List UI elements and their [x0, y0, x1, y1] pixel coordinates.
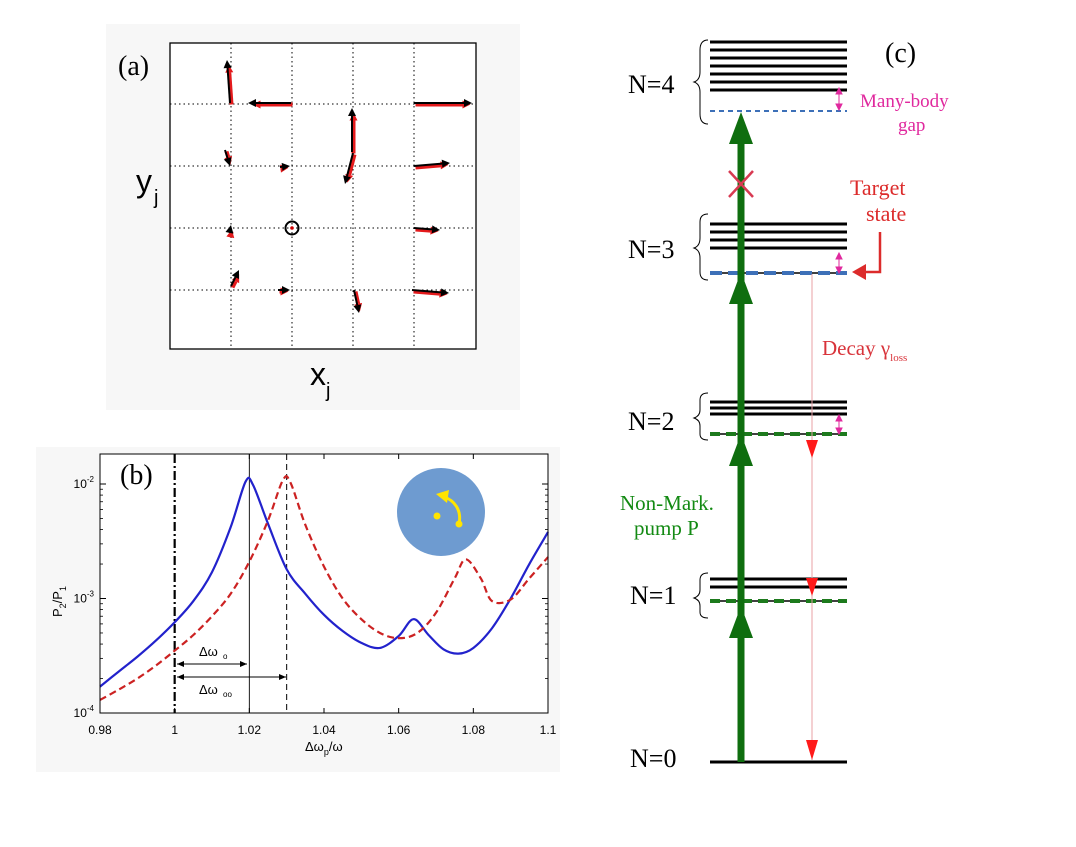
rotation-inset: [397, 468, 485, 556]
black-arrow-shaft: [346, 152, 354, 177]
panel-b-xlabel: Δωp/ω: [305, 739, 343, 757]
target-state-label-line2: state: [866, 201, 906, 226]
x-tick-label: 1.06: [387, 723, 411, 737]
delta-omega-o-label: Δω: [199, 644, 218, 659]
target-state-arrow: [852, 232, 882, 280]
delta-omega-o-sub: o: [223, 652, 228, 661]
black-arrow-head: [343, 175, 351, 184]
red-arrow-shaft: [415, 227, 431, 233]
black-arrow-shaft: [230, 276, 237, 287]
panel-a-xlabel: x: [310, 356, 326, 392]
black-arrow-head: [225, 225, 234, 234]
black-arrow-head: [223, 60, 232, 69]
plot-area: [100, 454, 548, 713]
delta-omega-oo-sub: oo: [223, 690, 232, 699]
x-tick-label: 1: [171, 723, 178, 737]
black-arrow-shaft: [413, 227, 433, 231]
black-arrow-head: [441, 159, 450, 168]
panel-b-ylabel: P2/P1: [50, 586, 68, 617]
black-arrow-shaft: [224, 149, 229, 159]
pump-label-line2: pump P: [634, 516, 699, 540]
x-tick-label: 1.08: [462, 723, 486, 737]
blocked-transition-cross: [728, 170, 754, 198]
panel-a: (a) y j x j: [106, 24, 520, 410]
black-arrow-head: [223, 157, 232, 166]
red-arrow-shaft: [347, 154, 357, 176]
panel-a-ylabel: y: [136, 163, 152, 199]
panel-a-xlabel-sub: j: [325, 380, 330, 402]
panel-a-label: (a): [118, 51, 149, 82]
pump-arrows: [729, 112, 753, 762]
black-arrow-head: [281, 162, 290, 171]
black-arrow-shaft: [226, 67, 231, 104]
x-tick-label: 1.02: [238, 723, 262, 737]
level-label-n4: N=4: [628, 70, 674, 99]
red-arrow-shaft: [415, 163, 441, 170]
decay-arrows: [806, 274, 818, 760]
y-tick-label: 10-3: [74, 590, 95, 606]
plot-frame: [99, 453, 549, 714]
delta-omega-oo-label: Δω: [199, 682, 218, 697]
black-arrow-shaft: [353, 289, 359, 306]
many-body-gap-label-line1: Many-body: [860, 91, 949, 112]
black-arrow-shaft: [411, 289, 442, 294]
series-dashed-line: [99, 475, 549, 701]
target-state-label-line1: Target: [850, 175, 905, 200]
black-arrow-head: [440, 288, 449, 297]
panel-a-ylabel-sub: j: [153, 187, 158, 209]
black-arrow-shaft: [413, 162, 443, 167]
pinned-site-marker: [284, 220, 300, 236]
series-solid-line: [99, 476, 549, 688]
energy-levels: [710, 40, 847, 764]
level-label-n1: N=1: [630, 581, 676, 610]
x-tick-label: 1.1: [540, 723, 557, 737]
black-arrow-head: [464, 99, 472, 107]
many-body-gap-label-line2: gap: [898, 115, 925, 136]
level-braces: [692, 39, 709, 619]
x-tick-label: 0.98: [88, 723, 112, 737]
gap-indicators: [835, 86, 843, 436]
level-label-n0: N=0: [630, 744, 676, 773]
level-label-n2: N=2: [628, 407, 674, 436]
red-arrow-shaft: [353, 291, 361, 305]
black-arrow-head: [248, 99, 256, 107]
panel-c: (c) N=4 N=3 N=2 N=1 N=0 Many-body gap Ta…: [620, 38, 949, 773]
y-tick-label: 10-2: [74, 475, 95, 491]
panel-a-frame: [169, 42, 477, 350]
black-arrow-head: [353, 304, 362, 313]
black-arrow-head: [431, 225, 440, 234]
pinned-site-dot: [290, 226, 294, 230]
red-arrow-shaft: [413, 289, 440, 296]
vector-field: [223, 60, 472, 313]
y-tick-label: 10-4: [74, 704, 95, 720]
red-arrow-shaft: [227, 72, 234, 105]
decay-label: Decay γloss: [822, 336, 907, 364]
pump-label-line1: Non-Mark.: [620, 491, 714, 515]
black-arrow-head: [282, 286, 290, 294]
black-arrow-head: [348, 108, 356, 116]
red-arrow-shaft: [230, 280, 238, 289]
x-tick-label: 1.04: [312, 723, 336, 737]
delta-omega-annotations: [177, 661, 286, 680]
svg-text:P2/P1: P2/P1: [50, 586, 68, 617]
level-label-n3: N=3: [628, 235, 674, 264]
black-arrow-head: [231, 270, 239, 279]
panel-c-label: (c): [885, 38, 916, 69]
panel-b-label: (b): [120, 460, 153, 491]
